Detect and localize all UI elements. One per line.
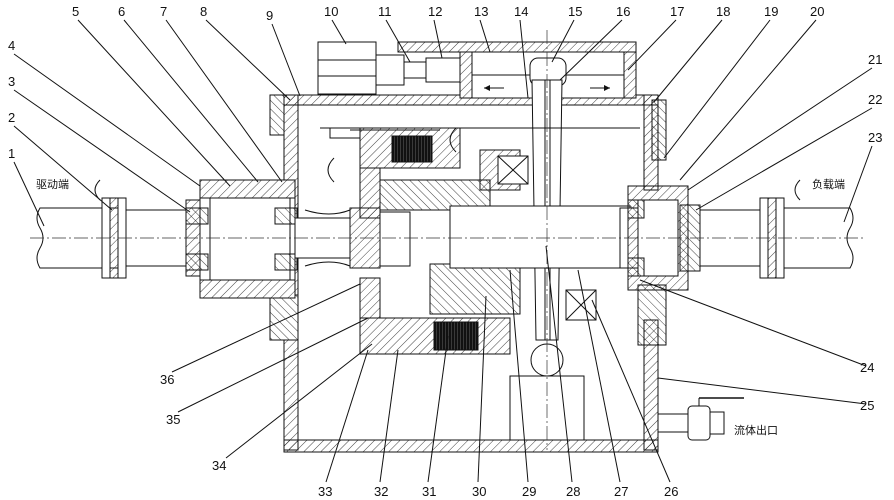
part-label-10: 10 — [324, 4, 338, 19]
part-label-28: 28 — [566, 484, 580, 499]
part-label-2: 2 — [8, 110, 15, 125]
part-label-5: 5 — [72, 4, 79, 19]
part-label-26: 26 — [664, 484, 678, 499]
part-label-29: 29 — [522, 484, 536, 499]
part-label-35: 35 — [166, 412, 180, 427]
housing — [269, 94, 667, 453]
part-label-20: 20 — [810, 4, 824, 19]
load-end-label: 负载端 — [812, 177, 845, 191]
part-label-21: 21 — [868, 52, 882, 67]
fluid-outlet-valve — [657, 397, 744, 441]
part-label-18: 18 — [716, 4, 730, 19]
part-label-27: 27 — [614, 484, 628, 499]
part-label-32: 32 — [374, 484, 388, 499]
motor-unit — [317, 41, 637, 99]
part-label-12: 12 — [428, 4, 442, 19]
part-label-1: 1 — [8, 146, 15, 161]
part-label-9: 9 — [266, 8, 273, 23]
load-shaft — [619, 185, 854, 291]
part-label-4: 4 — [8, 38, 15, 53]
part-label-14: 14 — [514, 4, 528, 19]
rotor-assembly — [320, 127, 640, 355]
part-label-31: 31 — [422, 484, 436, 499]
part-labels: 1 2 3 4 5 6 7 8 9 10 11 12 13 14 15 16 1… — [8, 4, 882, 499]
part-label-8: 8 — [200, 4, 207, 19]
part-label-33: 33 — [318, 484, 332, 499]
part-label-7: 7 — [160, 4, 167, 19]
part-label-34: 34 — [212, 458, 226, 473]
part-label-19: 19 — [764, 4, 778, 19]
part-label-16: 16 — [616, 4, 630, 19]
part-label-15: 15 — [568, 4, 582, 19]
part-label-11: 11 — [378, 4, 392, 19]
drive-shaft — [36, 179, 351, 299]
part-label-30: 30 — [472, 484, 486, 499]
part-label-3: 3 — [8, 74, 15, 89]
fluid-outlet-label: 流体出口 — [734, 423, 778, 437]
part-label-36: 36 — [160, 372, 174, 387]
leader-lines — [13, 19, 873, 483]
part-label-6: 6 — [118, 4, 125, 19]
drive-end-label: 驱动端 — [36, 178, 69, 191]
part-label-17: 17 — [670, 4, 684, 19]
part-label-23: 23 — [868, 130, 882, 145]
part-label-25: 25 — [860, 398, 874, 413]
part-label-22: 22 — [868, 92, 882, 107]
part-label-24: 24 — [860, 360, 874, 375]
part-label-13: 13 — [474, 4, 488, 19]
